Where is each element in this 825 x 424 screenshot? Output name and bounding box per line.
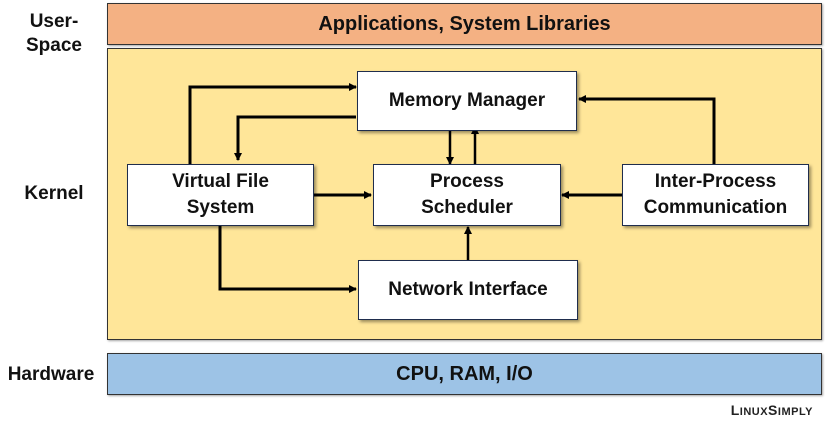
hardware-band: CPU, RAM, I/O (107, 353, 822, 395)
user-space-content: Applications, System Libraries (318, 12, 611, 35)
network-interface-label: Network Interface (388, 279, 548, 300)
brand-rest2: IMPLY (777, 406, 813, 418)
arrow-vfs-to-memory (188, 83, 357, 164)
ipc-label-line1: Inter-Process (654, 171, 777, 192)
brand-rest1: INUX (739, 406, 769, 418)
arrow-vfs-to-network (218, 226, 357, 293)
memory-manager-box: Memory Manager (357, 71, 577, 131)
vfs-label-line2: System (186, 197, 255, 218)
scheduler-label-line2: Scheduler (421, 197, 513, 218)
user-space-band: Applications, System Libraries (107, 3, 822, 45)
brand-logo: LINUXSIMPLY (731, 402, 813, 418)
hardware-label: Hardware (7, 364, 95, 385)
user-space-label-line1: User- (29, 11, 79, 32)
arrow-memory-to-vfs (234, 115, 356, 161)
network-interface-box: Network Interface (358, 260, 578, 320)
brand-cap1: L (730, 402, 740, 418)
process-scheduler-box: Process Scheduler (373, 164, 561, 226)
user-space-label-line2: Space (26, 35, 82, 56)
user-space-label: User- Space (14, 10, 94, 58)
brand-cap2: S (768, 402, 778, 418)
kernel-label: Kernel (24, 183, 84, 204)
memory-manager-label: Memory Manager (388, 90, 546, 111)
arrow-ipc-to-memory (578, 95, 716, 164)
ipc-box: Inter-Process Communication (622, 164, 809, 226)
virtual-file-system-box: Virtual File System (127, 164, 314, 226)
hardware-content: CPU, RAM, I/O (396, 362, 533, 385)
ipc-label-line2: Communication (643, 197, 788, 218)
scheduler-label-line1: Process (430, 171, 504, 192)
vfs-label-line1: Virtual File (172, 171, 269, 192)
